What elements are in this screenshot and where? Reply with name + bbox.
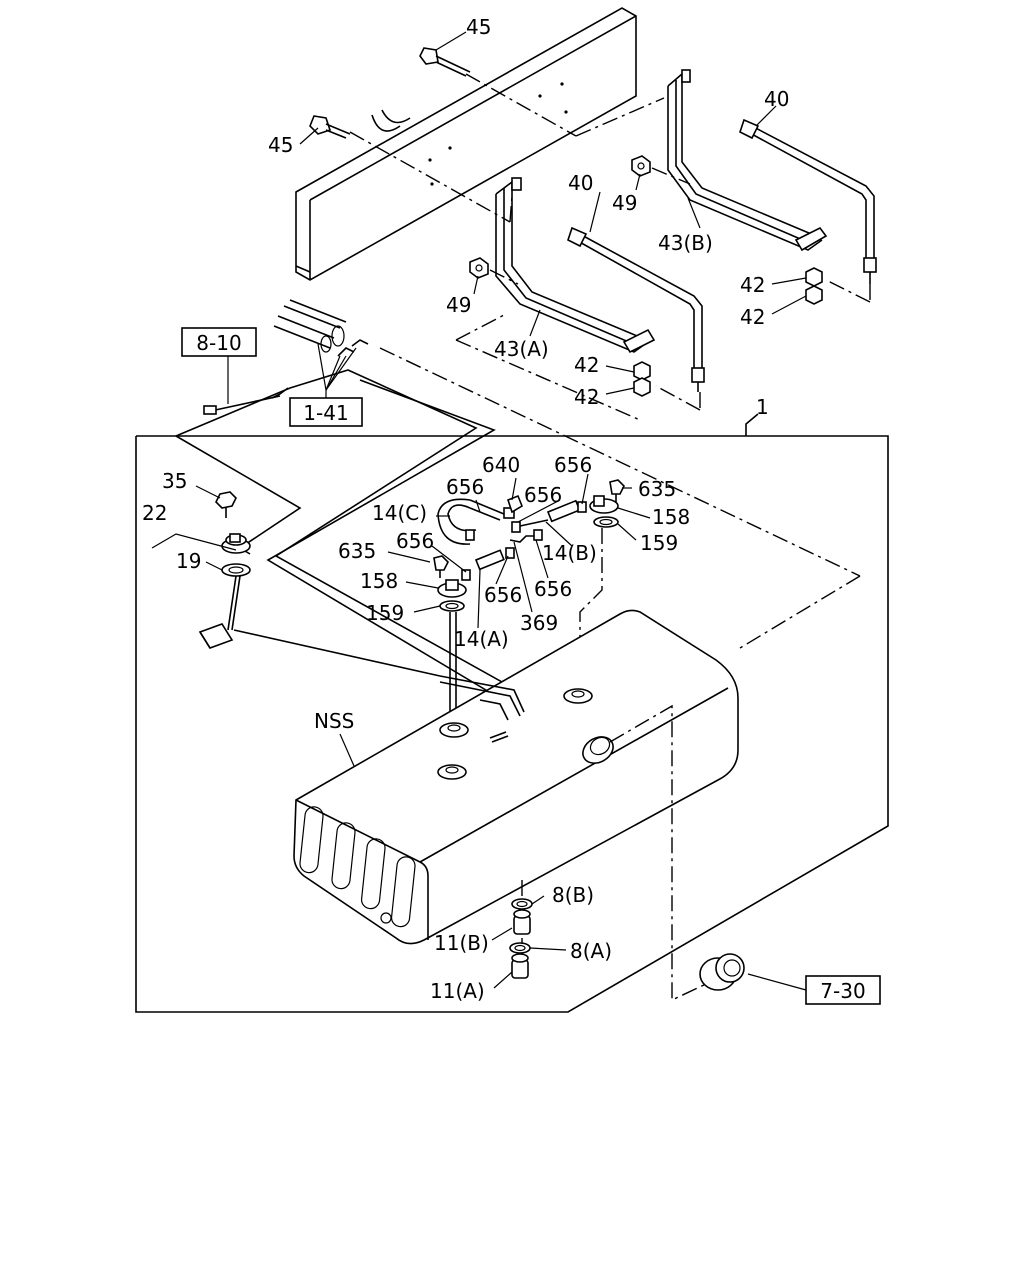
nuts-42-right xyxy=(805,267,823,305)
label-19: 19 xyxy=(176,549,201,573)
label-635-left: 635 xyxy=(338,539,376,563)
filler-cap xyxy=(609,704,745,1002)
label-42-r2: 42 xyxy=(740,305,765,329)
label-14c: 14(C) xyxy=(372,501,427,525)
bolt-45-lower xyxy=(309,115,351,139)
bolt-45-upper xyxy=(419,47,471,77)
label-635-right: 635 xyxy=(638,477,676,501)
label-159-right: 159 xyxy=(640,531,678,555)
label-43b: 43(B) xyxy=(658,231,713,255)
nuts-42-left xyxy=(633,361,651,397)
label-42-l2: 42 xyxy=(574,385,599,409)
sender-wire-harness xyxy=(203,299,369,415)
center-lines-upper xyxy=(349,73,871,649)
part-labels: 45 45 40 40 49 49 43(B) 43(A) 42 42 42 4… xyxy=(142,15,789,1003)
label-656-e: 656 xyxy=(484,583,522,607)
label-49-left: 49 xyxy=(446,293,471,317)
label-14b: 14(B) xyxy=(542,541,597,565)
strap-40-right xyxy=(739,118,877,284)
label-158-left: 158 xyxy=(360,569,398,593)
ref-1-41: 1-41 xyxy=(303,401,348,425)
label-43a: 43(A) xyxy=(494,337,549,361)
label-158-right: 158 xyxy=(652,505,690,529)
label-8b: 8(B) xyxy=(552,883,594,907)
strap-40-left xyxy=(567,226,705,392)
ref-box-8-10: 8-10 xyxy=(181,327,257,357)
label-8a: 8(A) xyxy=(570,939,612,963)
sender-unit xyxy=(198,491,251,649)
fuel-tank xyxy=(293,609,739,945)
label-40-right: 40 xyxy=(764,87,789,111)
label-42-l1: 42 xyxy=(574,353,599,377)
label-656-f: 656 xyxy=(534,577,572,601)
label-11b: 11(B) xyxy=(434,931,489,955)
label-656-c: 656 xyxy=(524,483,562,507)
nut-49-right xyxy=(631,155,651,177)
label-22: 22 xyxy=(142,501,167,525)
fuel-hoses xyxy=(437,494,587,581)
label-656-d: 656 xyxy=(396,529,434,553)
label-640: 640 xyxy=(482,453,520,477)
ref-box-1-41: 1-41 xyxy=(289,397,363,427)
bracket-43a xyxy=(495,177,656,354)
label-11a: 11(A) xyxy=(430,979,485,1003)
label-1: 1 xyxy=(756,395,769,419)
label-14a: 14(A) xyxy=(454,627,509,651)
ref-box-7-30: 7-30 xyxy=(805,975,881,1005)
bracket-43b xyxy=(667,69,828,252)
label-45-lower: 45 xyxy=(268,133,293,157)
assembly-outline xyxy=(135,369,889,1013)
label-369: 369 xyxy=(520,611,558,635)
label-42-r1: 42 xyxy=(740,273,765,297)
ref-7-30: 7-30 xyxy=(820,979,865,1003)
ref-8-10: 8-10 xyxy=(196,331,241,355)
label-656-b: 656 xyxy=(446,475,484,499)
label-35: 35 xyxy=(162,469,187,493)
label-159-left: 159 xyxy=(366,601,404,625)
label-45-upper: 45 xyxy=(466,15,491,39)
label-656-a: 656 xyxy=(554,453,592,477)
frame-rail xyxy=(295,7,637,281)
fitting-right xyxy=(579,479,625,680)
label-49-right: 49 xyxy=(612,191,637,215)
nut-49-left xyxy=(469,257,489,279)
drain-parts xyxy=(509,880,533,979)
leader-lines xyxy=(151,31,807,991)
label-40-left: 40 xyxy=(568,171,593,195)
label-nss: NSS xyxy=(314,709,354,733)
